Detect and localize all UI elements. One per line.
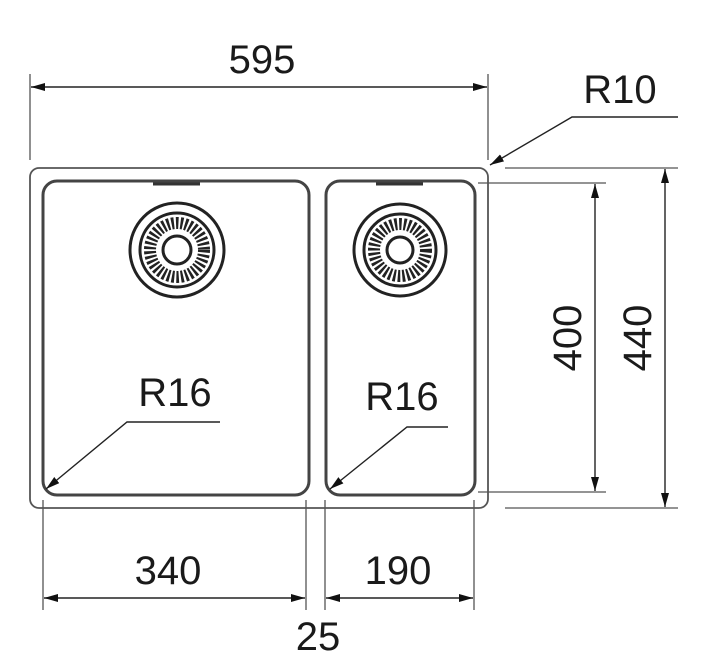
overall-width-label: 595: [229, 38, 296, 82]
left-bowl: [41, 179, 311, 497]
left-bowl-radius-leader: [45, 421, 220, 490]
outer-radius-label: R10: [583, 68, 656, 112]
overall-depth-label: 440: [616, 305, 660, 372]
sink-outer-outline: [29, 167, 489, 509]
outer-radius-leader: [489, 116, 678, 166]
bowl-gap-label: 25: [296, 615, 341, 659]
left-bowl-width-label: 340: [135, 549, 202, 593]
left-bowl-radius-label: R16: [138, 371, 211, 415]
bowl-depth-label: 400: [546, 305, 590, 372]
right-bowl-width-label: 190: [365, 549, 432, 593]
right-bowl-radius-label: R16: [365, 375, 438, 419]
right-bowl-radius-leader: [329, 426, 448, 490]
right-drain-icon: [352, 202, 448, 298]
right-bowl: [324, 179, 477, 497]
left-drain-icon: [128, 201, 226, 299]
